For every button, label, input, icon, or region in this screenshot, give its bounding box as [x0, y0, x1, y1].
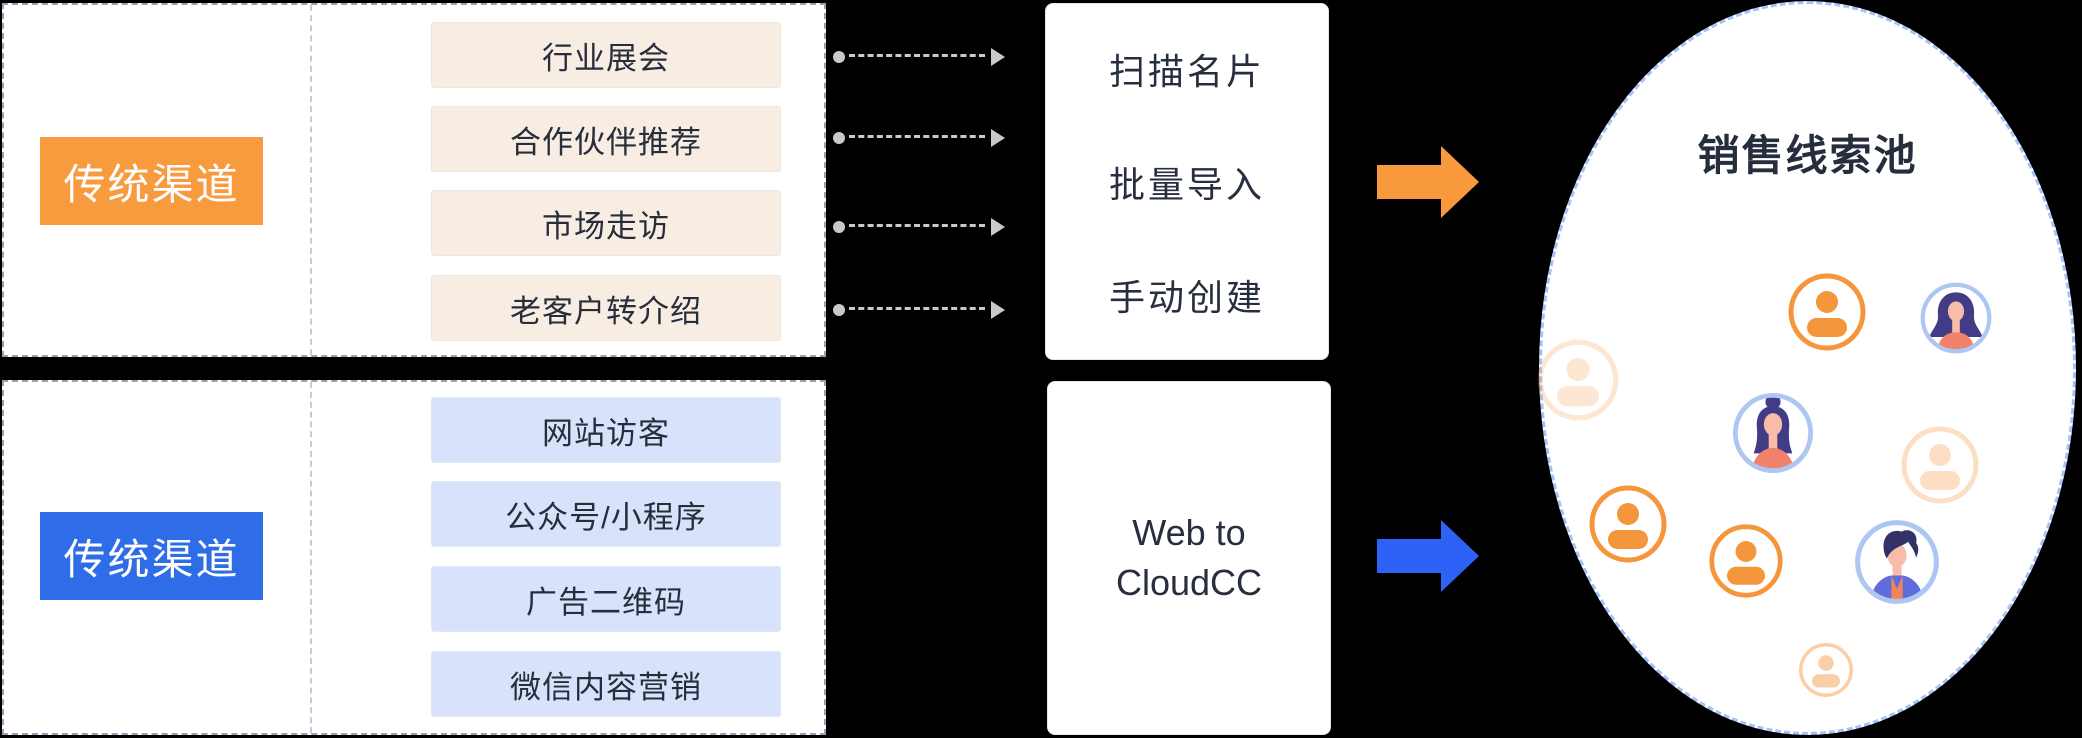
web-to-cloudcc-box: Web to CloudCC: [1047, 381, 1331, 735]
pool-title: 销售线索池: [1697, 132, 1918, 179]
orange-arrow-shaft: [1377, 165, 1441, 199]
lead-capture-box: 扫描名片 批量导入 手动创建: [1045, 3, 1329, 360]
web-to-cloudcc-line1: Web to: [1132, 512, 1246, 554]
arrow-dot: [833, 132, 845, 144]
dashed-arrow-icon: [833, 298, 1005, 322]
arrow-line: [849, 54, 985, 57]
lead-woman-bun-avatar-icon: [1730, 390, 1816, 476]
dashed-arrow-icon: [833, 45, 1005, 69]
arrow-line: [849, 224, 985, 227]
channel-item-wechat-marketing: 微信内容营销: [431, 651, 781, 717]
lead-woman-avatar-icon: [1918, 280, 1994, 356]
dashed-arrow-icon: [833, 215, 1005, 239]
traditional-channel-label: 传统渠道: [40, 137, 263, 225]
capture-method-manual-create: 手动创建: [1108, 276, 1265, 318]
blue-arrow-shaft: [1377, 539, 1441, 573]
arrow-dot: [833, 304, 845, 316]
arrow-head-icon: [991, 218, 1005, 236]
panel-divider: [310, 382, 312, 733]
arrow-line: [849, 135, 985, 138]
channel-item-website-visitor: 网站访客: [431, 397, 781, 463]
arrow-dot: [833, 51, 845, 63]
orange-arrow-head: [1441, 146, 1479, 218]
person-avatar-icon: [1588, 484, 1668, 564]
person-avatar-icon: [1708, 523, 1784, 599]
channel-item-official-account: 公众号/小程序: [431, 481, 781, 547]
capture-method-scan-card: 扫描名片: [1108, 50, 1265, 92]
channel-item-industry-expo: 行业展会: [431, 22, 781, 88]
channel-item-ad-qrcode: 广告二维码: [431, 566, 781, 632]
person-avatar-icon: [1900, 425, 1980, 505]
arrow-head-icon: [991, 301, 1005, 319]
web-to-cloudcc-line2: CloudCC: [1115, 562, 1263, 603]
blue-arrow-head: [1441, 520, 1479, 592]
channel-item-partner-referral: 合作伙伴推荐: [431, 106, 781, 172]
arrow-line: [849, 307, 985, 310]
capture-method-batch-import: 批量导入: [1108, 163, 1265, 205]
arrow-dot: [833, 221, 845, 233]
arrow-head-icon: [991, 129, 1005, 147]
arrow-head-icon: [991, 48, 1005, 66]
sales-lead-pool: 销售线索池: [1539, 1, 2076, 735]
person-avatar-icon: [1536, 338, 1620, 422]
channel-item-customer-referral: 老客户转介绍: [431, 275, 781, 341]
panel-divider: [310, 5, 312, 355]
channel-item-market-visit: 市场走访: [431, 190, 781, 256]
online-channel-label: 传统渠道: [40, 512, 263, 600]
lead-man-avatar-icon: [1852, 517, 1942, 607]
person-avatar-icon: [1787, 272, 1867, 352]
dashed-arrow-icon: [833, 126, 1005, 150]
person-avatar-icon: [1798, 642, 1854, 698]
